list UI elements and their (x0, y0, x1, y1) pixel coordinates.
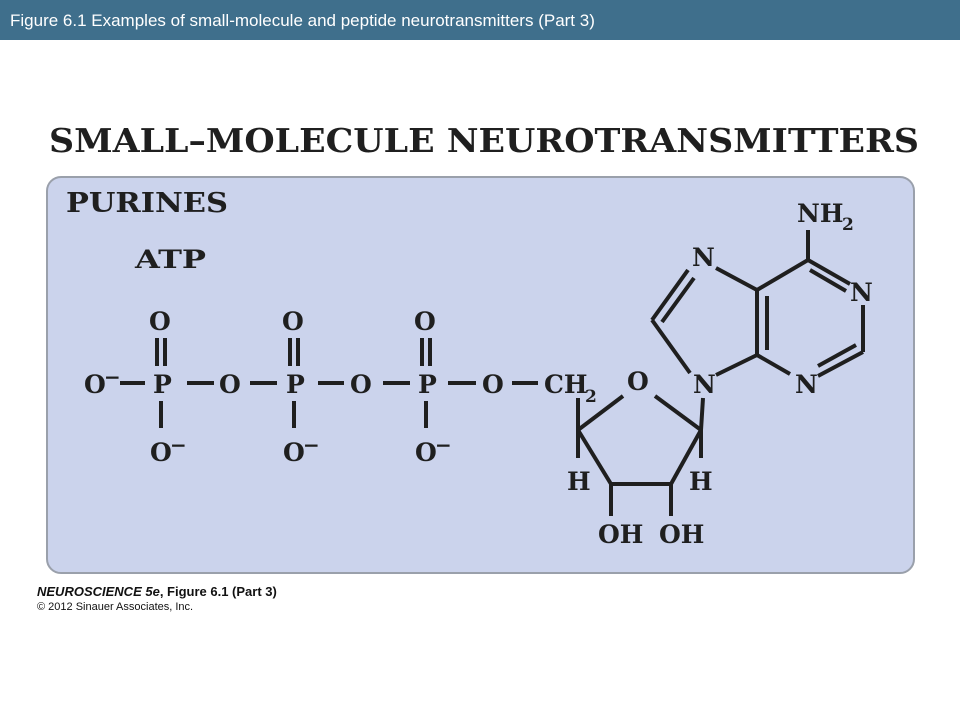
atom-h-right: H (689, 467, 713, 496)
atom-ch2-subscript: 2 (585, 387, 597, 407)
atom-h-left: H (567, 467, 591, 496)
bond-lines (120, 230, 865, 516)
atom-o-double-3: O (414, 307, 436, 336)
atom-o-bridge-3: O (482, 370, 504, 399)
atom-o-bridge-2: O (350, 370, 372, 399)
atom-p-1: P (153, 370, 172, 399)
atom-o-double-1: O (149, 307, 171, 336)
atom-o-charged-2: O (283, 438, 305, 467)
atom-n-glycosidic: N (693, 370, 716, 399)
charge-minus: − (435, 433, 452, 457)
charge-minus: − (170, 433, 187, 457)
purines-panel (46, 176, 915, 574)
charge-minus: − (104, 365, 121, 389)
figure-credit: NEUROSCIENCE 5e, Figure 6.1 (Part 3) (37, 584, 277, 599)
atom-oh-right: OH (659, 520, 704, 549)
atom-ch2: CH (544, 370, 588, 399)
atom-o-terminal: O (84, 370, 106, 399)
section-label: PURINES (66, 188, 228, 219)
atom-o-ring: O (627, 367, 649, 396)
atom-nh2-subscript: 2 (842, 215, 854, 235)
atom-o-charged-3: O (415, 438, 437, 467)
atom-p-2: P (286, 370, 305, 399)
molecule-name: ATP (134, 245, 207, 274)
main-heading: SMALL–MOLECULE NEUROTRANSMITTERS (49, 121, 919, 160)
atom-n-7: N (692, 243, 715, 272)
charge-minus: − (303, 433, 320, 457)
book-title: NEUROSCIENCE 5e (37, 584, 160, 599)
atom-labels: O − O P O − O O P O − O O P O − O CH 2 O… (84, 199, 873, 549)
atom-o-double-2: O (282, 307, 304, 336)
atom-nh2: NH (797, 199, 843, 228)
atom-n-1: N (850, 278, 873, 307)
title-bar: Figure 6.1 Examples of small-molecule an… (0, 0, 960, 40)
atom-oh-left: OH (598, 520, 643, 549)
atom-o-bridge-1: O (219, 370, 241, 399)
slide-title: Figure 6.1 Examples of small-molecule an… (10, 11, 595, 30)
figure-reference: , Figure 6.1 (Part 3) (159, 584, 277, 599)
atom-n-3: N (795, 370, 818, 399)
atom-o-charged-1: O (150, 438, 172, 467)
copyright-notice: © 2012 Sinauer Associates, Inc. (37, 601, 194, 613)
atom-p-3: P (418, 370, 437, 399)
